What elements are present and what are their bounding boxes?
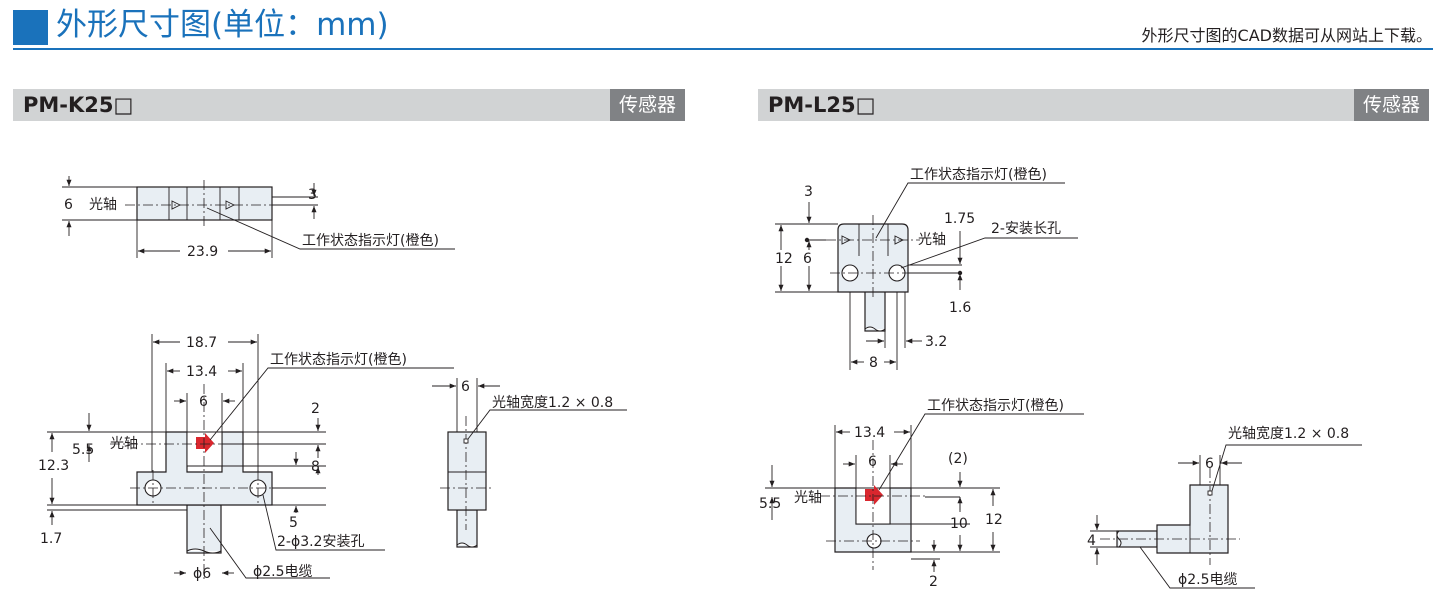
cable-label: ϕ2.5电缆: [253, 564, 313, 580]
model-name: PM-K25□: [23, 93, 134, 117]
pm-k25-side-view: 6 光轴宽度1.2 × 0.8: [432, 378, 627, 548]
panel-header-pm-l25: PM-L25□ 传感器: [758, 89, 1429, 121]
sensor-tag: 传感器: [1353, 89, 1429, 121]
sensor-body-top: [136, 186, 273, 221]
dim-label: 4: [1087, 533, 1096, 549]
dim-label: 12: [775, 251, 793, 267]
mount-hole-label: 2-安装长孔: [991, 221, 1061, 237]
optical-axis-label: 光轴: [89, 197, 117, 213]
optical-axis-label: 光轴: [110, 436, 138, 452]
indicator-led-icon: [865, 485, 883, 505]
dim-label: 6: [461, 379, 470, 395]
indicator-label: 工作状态指示灯(橙色): [270, 351, 407, 368]
dim-label: 5: [289, 515, 298, 531]
leader-line: [209, 367, 454, 441]
dim-label: 3.2: [925, 334, 947, 350]
sensor-body-side: [1156, 484, 1229, 554]
optical-axis-label: 光轴: [918, 232, 946, 248]
dim-label: 5.5: [72, 442, 94, 458]
pm-k25-top-view: 6 光轴 3 23.9 工作状态指示灯(橙色): [62, 176, 455, 260]
dim-label: 2: [929, 574, 938, 590]
dim-label: 8: [311, 459, 320, 475]
dim-label: 13.4: [854, 425, 885, 441]
receiver-arrow-icon: [894, 235, 905, 245]
cable-break: [456, 542, 478, 548]
emitter-arrow-icon: [841, 235, 852, 245]
receiver-arrow-icon: [225, 200, 236, 210]
dim-label: 23.9: [187, 244, 218, 260]
optical-axis-label: 光轴: [794, 490, 822, 506]
cable: [456, 509, 478, 548]
leader-line: [875, 182, 1065, 239]
dim-label: 1.6: [949, 300, 971, 316]
dim-label: 6: [1205, 456, 1214, 472]
leader-line: [467, 409, 627, 440]
header-square: [13, 10, 48, 45]
dim-label: 3: [308, 187, 317, 203]
dim-label: 8: [869, 355, 878, 371]
dim-label: 1.7: [40, 531, 62, 547]
dim-label: (2): [948, 451, 968, 467]
beam-width-label: 光轴宽度1.2 × 0.8: [492, 394, 613, 411]
leader-line: [206, 207, 455, 250]
panel-header-pm-k25: PM-K25□ 传感器: [13, 89, 685, 121]
leader-line: [900, 237, 1078, 269]
leader-line: [262, 494, 385, 551]
cable-break: [864, 326, 886, 332]
leader-line: [1211, 444, 1362, 492]
sensor-body-side: [447, 431, 487, 511]
dim-label: 6: [868, 454, 877, 470]
emitter-arrow-icon: [171, 200, 182, 210]
dim-label: 10: [950, 516, 968, 532]
dim-label: ϕ6: [193, 566, 211, 582]
indicator-led-icon: [196, 433, 214, 453]
leader-line: [209, 527, 330, 579]
pm-k25-front-view: 18.7 13.4 6 工作状态指示灯(橙色) 5.5 光轴 12.3 1.7: [38, 334, 454, 582]
dim-label: 1.75: [944, 211, 975, 227]
beam-width-label: 光轴宽度1.2 × 0.8: [1228, 425, 1349, 442]
pm-l25-front-view: 工作状态指示灯(橙色) 3 12 6 光轴 1.75 1.6 2-安装长孔 3.…: [775, 166, 1078, 371]
dim-label: 3: [804, 184, 813, 200]
leader-line: [1139, 546, 1255, 589]
indicator-label: 工作状态指示灯(橙色): [910, 166, 1047, 183]
dim-label: 6: [803, 251, 812, 267]
sensor-tag: 传感器: [609, 89, 685, 121]
dim-label: 12.3: [38, 458, 69, 474]
dim-label: 6: [64, 197, 73, 213]
cable-label: ϕ2.5电缆: [1178, 572, 1238, 588]
model-name: PM-L25□: [768, 93, 876, 117]
page-title: 外形尺寸图(单位：mm): [56, 7, 389, 43]
pm-l25-side-view: 6 光轴宽度1.2 × 0.8 4 ϕ2.5电缆: [1087, 425, 1362, 589]
pm-l25-slot-view: 工作状态指示灯(橙色) 13.4 6 5.5 光轴 (2) 10 12: [759, 397, 1084, 590]
dim-label: 5.5: [759, 496, 781, 512]
cad-download-note: 外形尺寸图的CAD数据可从网站上下载。: [1141, 26, 1432, 45]
dim-label: 6: [199, 394, 208, 410]
header-rule: [13, 48, 1433, 50]
dim-label: 13.4: [186, 364, 217, 380]
mount-hole-label: 2-ϕ3.2安装孔: [277, 534, 364, 550]
dim-label: 2: [311, 401, 320, 417]
dim-label: 18.7: [186, 335, 217, 351]
dim-label: 12: [985, 512, 1003, 528]
leader-line: [878, 413, 1084, 491]
indicator-label: 工作状态指示灯(橙色): [927, 397, 1064, 414]
beam-window: [463, 438, 469, 444]
indicator-label: 工作状态指示灯(橙色): [302, 232, 439, 249]
beam-window: [1207, 490, 1213, 496]
dim-dot: [804, 237, 810, 243]
